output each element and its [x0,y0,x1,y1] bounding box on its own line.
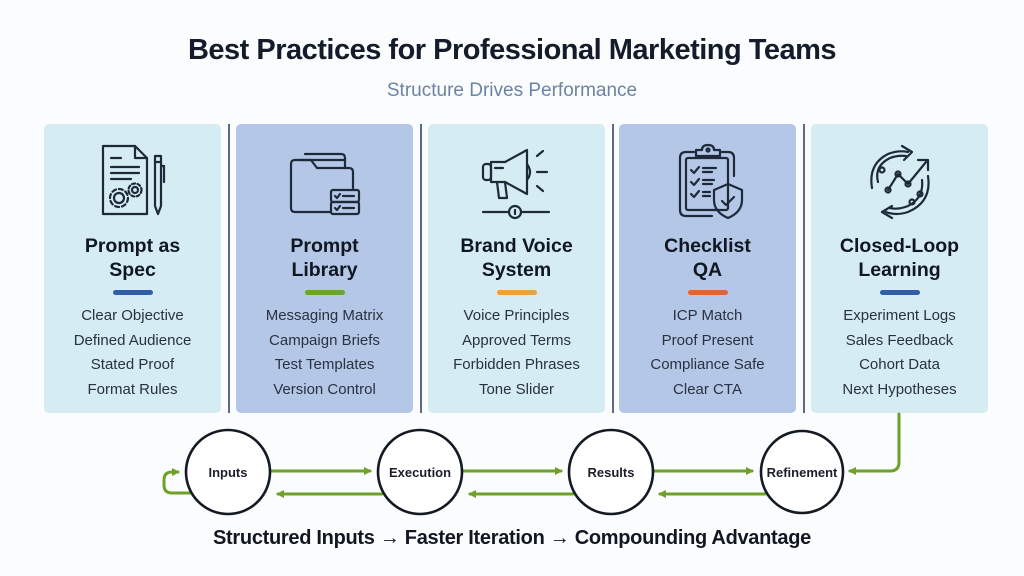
card-title-line: Checklist [664,235,751,257]
card-item-list: Clear Objective Defined Audience Stated … [44,304,221,402]
list-item: Stated Proof [90,356,175,373]
card-divider [803,124,805,413]
list-item: Version Control [273,380,376,398]
accent-bar [496,290,537,295]
list-item: Test Templates [274,356,375,373]
list-item: Clear CTA [673,380,742,398]
list-item: Tone Slider [478,380,555,398]
card-title: Prompt Library [236,234,413,282]
node-label-execution: Execution [388,465,452,480]
card-title-line: Library [291,259,358,281]
card-divider [420,124,422,413]
accent-bar [687,290,728,295]
cycle-growth-chart-icon [858,140,942,224]
node-refinement [759,429,845,515]
accent-bar [112,290,153,295]
card-prompt-as-spec: Prompt as Spec Clear Objective Defined A… [44,124,221,413]
card-item-list: Voice Principles Approved Terms Forbidde… [428,304,605,402]
list-item: Approved Terms [462,331,571,349]
list-item: Format Rules [87,380,178,398]
tagline: Structured Inputs → Faster Iteration → C… [213,527,811,549]
card-title-line: QA [692,259,723,281]
card-title-line: Spec [109,259,156,281]
card-title-line: Learning [858,259,941,281]
card-prompt-library: Prompt Library Messaging Matrix Campaign… [236,124,413,413]
list-item: Voice Principles [463,307,570,324]
list-item: Clear Objective [81,307,184,324]
card-title: Prompt as Spec [44,234,221,282]
list-item: Compliance Safe [650,356,765,373]
arrow-inputs-self-loop [162,468,192,495]
list-item: Messaging Matrix [265,307,384,324]
card-item-list: ICP Match Proof Present Compliance Safe … [619,304,796,402]
list-item: Proof Present [661,331,754,349]
node-inputs [184,428,272,516]
page-title: Best Practices for Professional Marketin… [187,34,837,66]
accent-bar [304,290,345,295]
accent-bar [879,290,920,295]
node-label-results: Results [587,465,635,480]
list-item: Sales Feedback [845,331,954,349]
list-item: Experiment Logs [843,307,956,324]
node-label-inputs: Inputs [208,465,248,480]
card-title: Checklist QA [619,234,796,282]
node-label-refinement: Refinement [766,465,838,480]
list-item: Cohort Data [859,356,940,373]
node-results [567,428,655,516]
card-divider [228,124,230,413]
process-flow-diagram [162,412,901,516]
card-item-list: Experiment Logs Sales Feedback Cohort Da… [811,304,988,402]
document-gears-pen-icon [91,140,175,224]
arrow-learning-to-refinement [848,412,901,475]
list-item: ICP Match [672,307,743,324]
megaphone-slider-icon [475,140,559,224]
card-title-line: Brand Voice [460,235,573,257]
page-subtitle: Structure Drives Performance [386,80,638,101]
card-title-line: Closed-Loop [839,235,960,257]
card-title-line: System [481,259,552,281]
list-item: Forbidden Phrases [453,356,580,373]
list-item: Defined Audience [73,331,192,349]
card-item-list: Messaging Matrix Campaign Briefs Test Te… [236,304,413,402]
node-execution [376,428,464,516]
folder-checklist-icon [283,140,367,224]
card-title-line: Prompt as [84,235,181,257]
list-item: Campaign Briefs [269,331,380,349]
card-brand-voice-system: Brand Voice System Voice Principles Appr… [428,124,605,413]
clipboard-shield-icon [666,140,750,224]
card-checklist-qa: Checklist QA ICP Match Proof Present Com… [619,124,796,413]
card-title: Closed-Loop Learning [811,234,988,282]
card-title: Brand Voice System [428,234,605,282]
list-item: Next Hypotheses [842,380,957,398]
card-closed-loop-learning: Closed-Loop Learning Experiment Logs Sal… [811,124,988,413]
card-title-line: Prompt [290,235,359,257]
card-divider [612,124,614,413]
